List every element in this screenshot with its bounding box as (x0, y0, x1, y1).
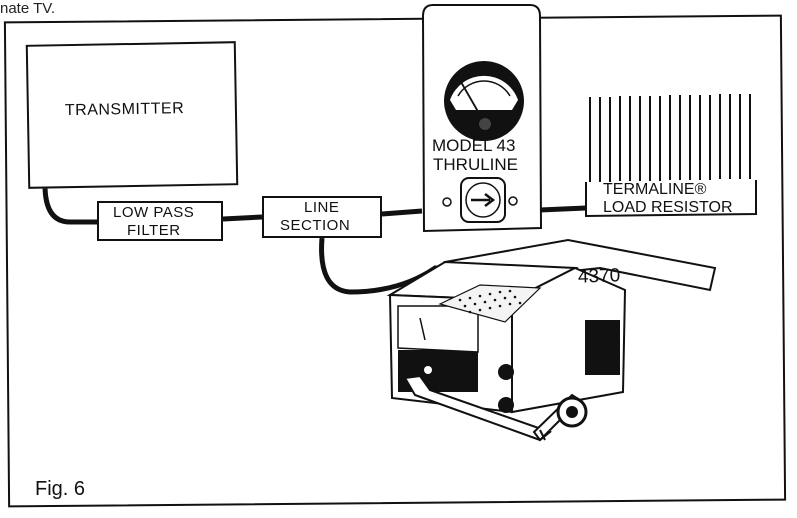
figure-caption: Fig. 6 (35, 478, 86, 500)
thruline-label: THRULINE (433, 155, 519, 174)
line-section-label-line1: LINE (304, 199, 340, 216)
wattmeter-model-43 (421, 4, 543, 233)
cable-filter-to-line-section (222, 214, 263, 222)
transmitter-label: TRANSMITTER (64, 100, 185, 120)
transmitter-box: TRANSMITTER (25, 41, 239, 189)
model-4370-label: 4370 (577, 265, 621, 288)
low-pass-filter-label-line1: LOW PASS (113, 204, 195, 221)
cable-transmitter-to-filter (42, 184, 98, 225)
termaline-label: TERMALINE® (603, 181, 707, 198)
termaline-fins (585, 94, 757, 218)
cable-wattmeter-to-load (539, 205, 587, 213)
cropped-top-text: nate TV. (0, 0, 56, 17)
low-pass-filter-label-line2: FILTER (127, 222, 181, 239)
chart-card (438, 284, 542, 323)
cable-line-section-to-wattmeter (381, 208, 423, 217)
model-43-label: MODEL 43 (432, 136, 516, 155)
model-4370-meter (386, 238, 717, 442)
line-section-label-line2: SECTION (280, 217, 351, 234)
low-pass-filter-box: LOW PASS FILTER (97, 201, 223, 241)
element-arrow (471, 193, 496, 207)
load-resistor-label: LOAD RESISTOR (603, 199, 733, 216)
line-section-box: LINE SECTION (262, 196, 382, 238)
wattmeter-needle (460, 81, 485, 123)
